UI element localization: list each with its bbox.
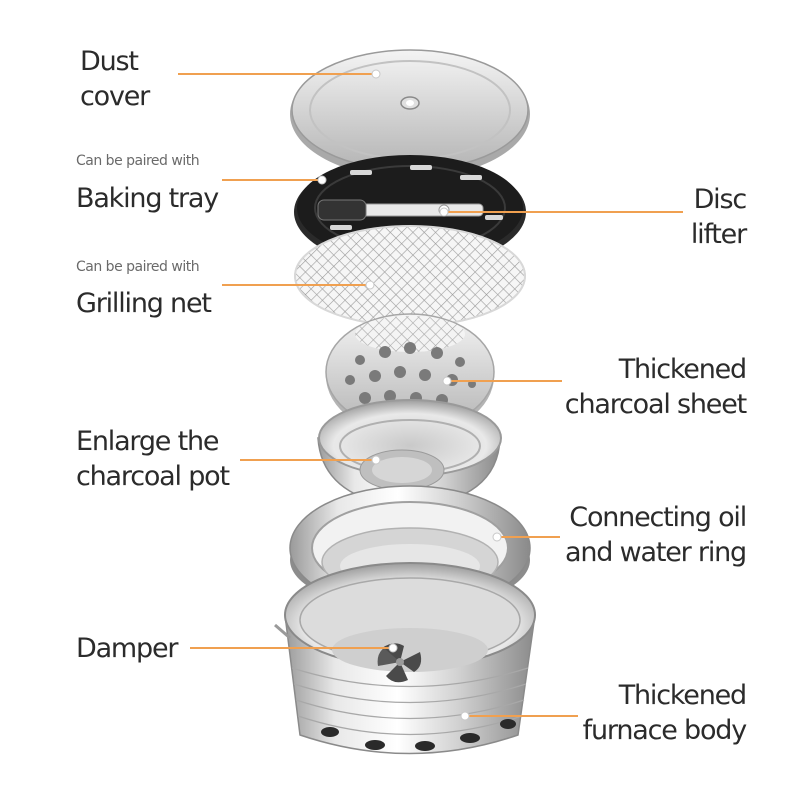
furnace-body-part: [274, 562, 536, 755]
label-dust-cover: Dust cover: [80, 44, 150, 114]
label-grilling-net-note: Can be paired with: [76, 259, 200, 275]
label-dust-cover-line2: cover: [80, 81, 150, 112]
label-baking-tray: Baking tray: [76, 183, 219, 214]
label-furnace-body-line1: Thickened: [618, 680, 748, 711]
label-dust-cover-line1: Dust: [80, 46, 139, 77]
label-charcoal-pot: Enlarge the charcoal pot: [76, 424, 230, 494]
label-charcoal-pot-line1: Enlarge the: [76, 426, 219, 457]
label-disc-lifter-line1: Disc: [693, 184, 748, 215]
leader-dots: [317, 69, 502, 721]
label-oil-water-ring-line2: and water ring: [565, 537, 747, 568]
label-charcoal-pot-line2: charcoal pot: [76, 461, 230, 492]
label-furnace-body: Thickened furnace body: [582, 678, 748, 748]
label-furnace-body-line2: furnace body: [582, 715, 748, 746]
label-oil-water-ring: Connecting oil and water ring: [565, 500, 747, 570]
dust-cover-part: [290, 49, 530, 178]
label-disc-lifter-line2: lifter: [690, 219, 747, 250]
label-damper: Damper: [76, 633, 179, 664]
grilling-net-part: [294, 225, 526, 327]
label-oil-water-ring-line1: Connecting oil: [569, 502, 747, 533]
leader-lines: [178, 73, 683, 717]
label-baking-tray-note: Can be paired with: [76, 153, 200, 169]
label-charcoal-sheet: Thickened charcoal sheet: [564, 352, 748, 422]
label-charcoal-sheet-line2: charcoal sheet: [564, 389, 747, 420]
label-disc-lifter: Disc lifter: [690, 182, 748, 252]
label-charcoal-sheet-line1: Thickened: [618, 354, 748, 385]
label-grilling-net: Grilling net: [76, 288, 212, 319]
